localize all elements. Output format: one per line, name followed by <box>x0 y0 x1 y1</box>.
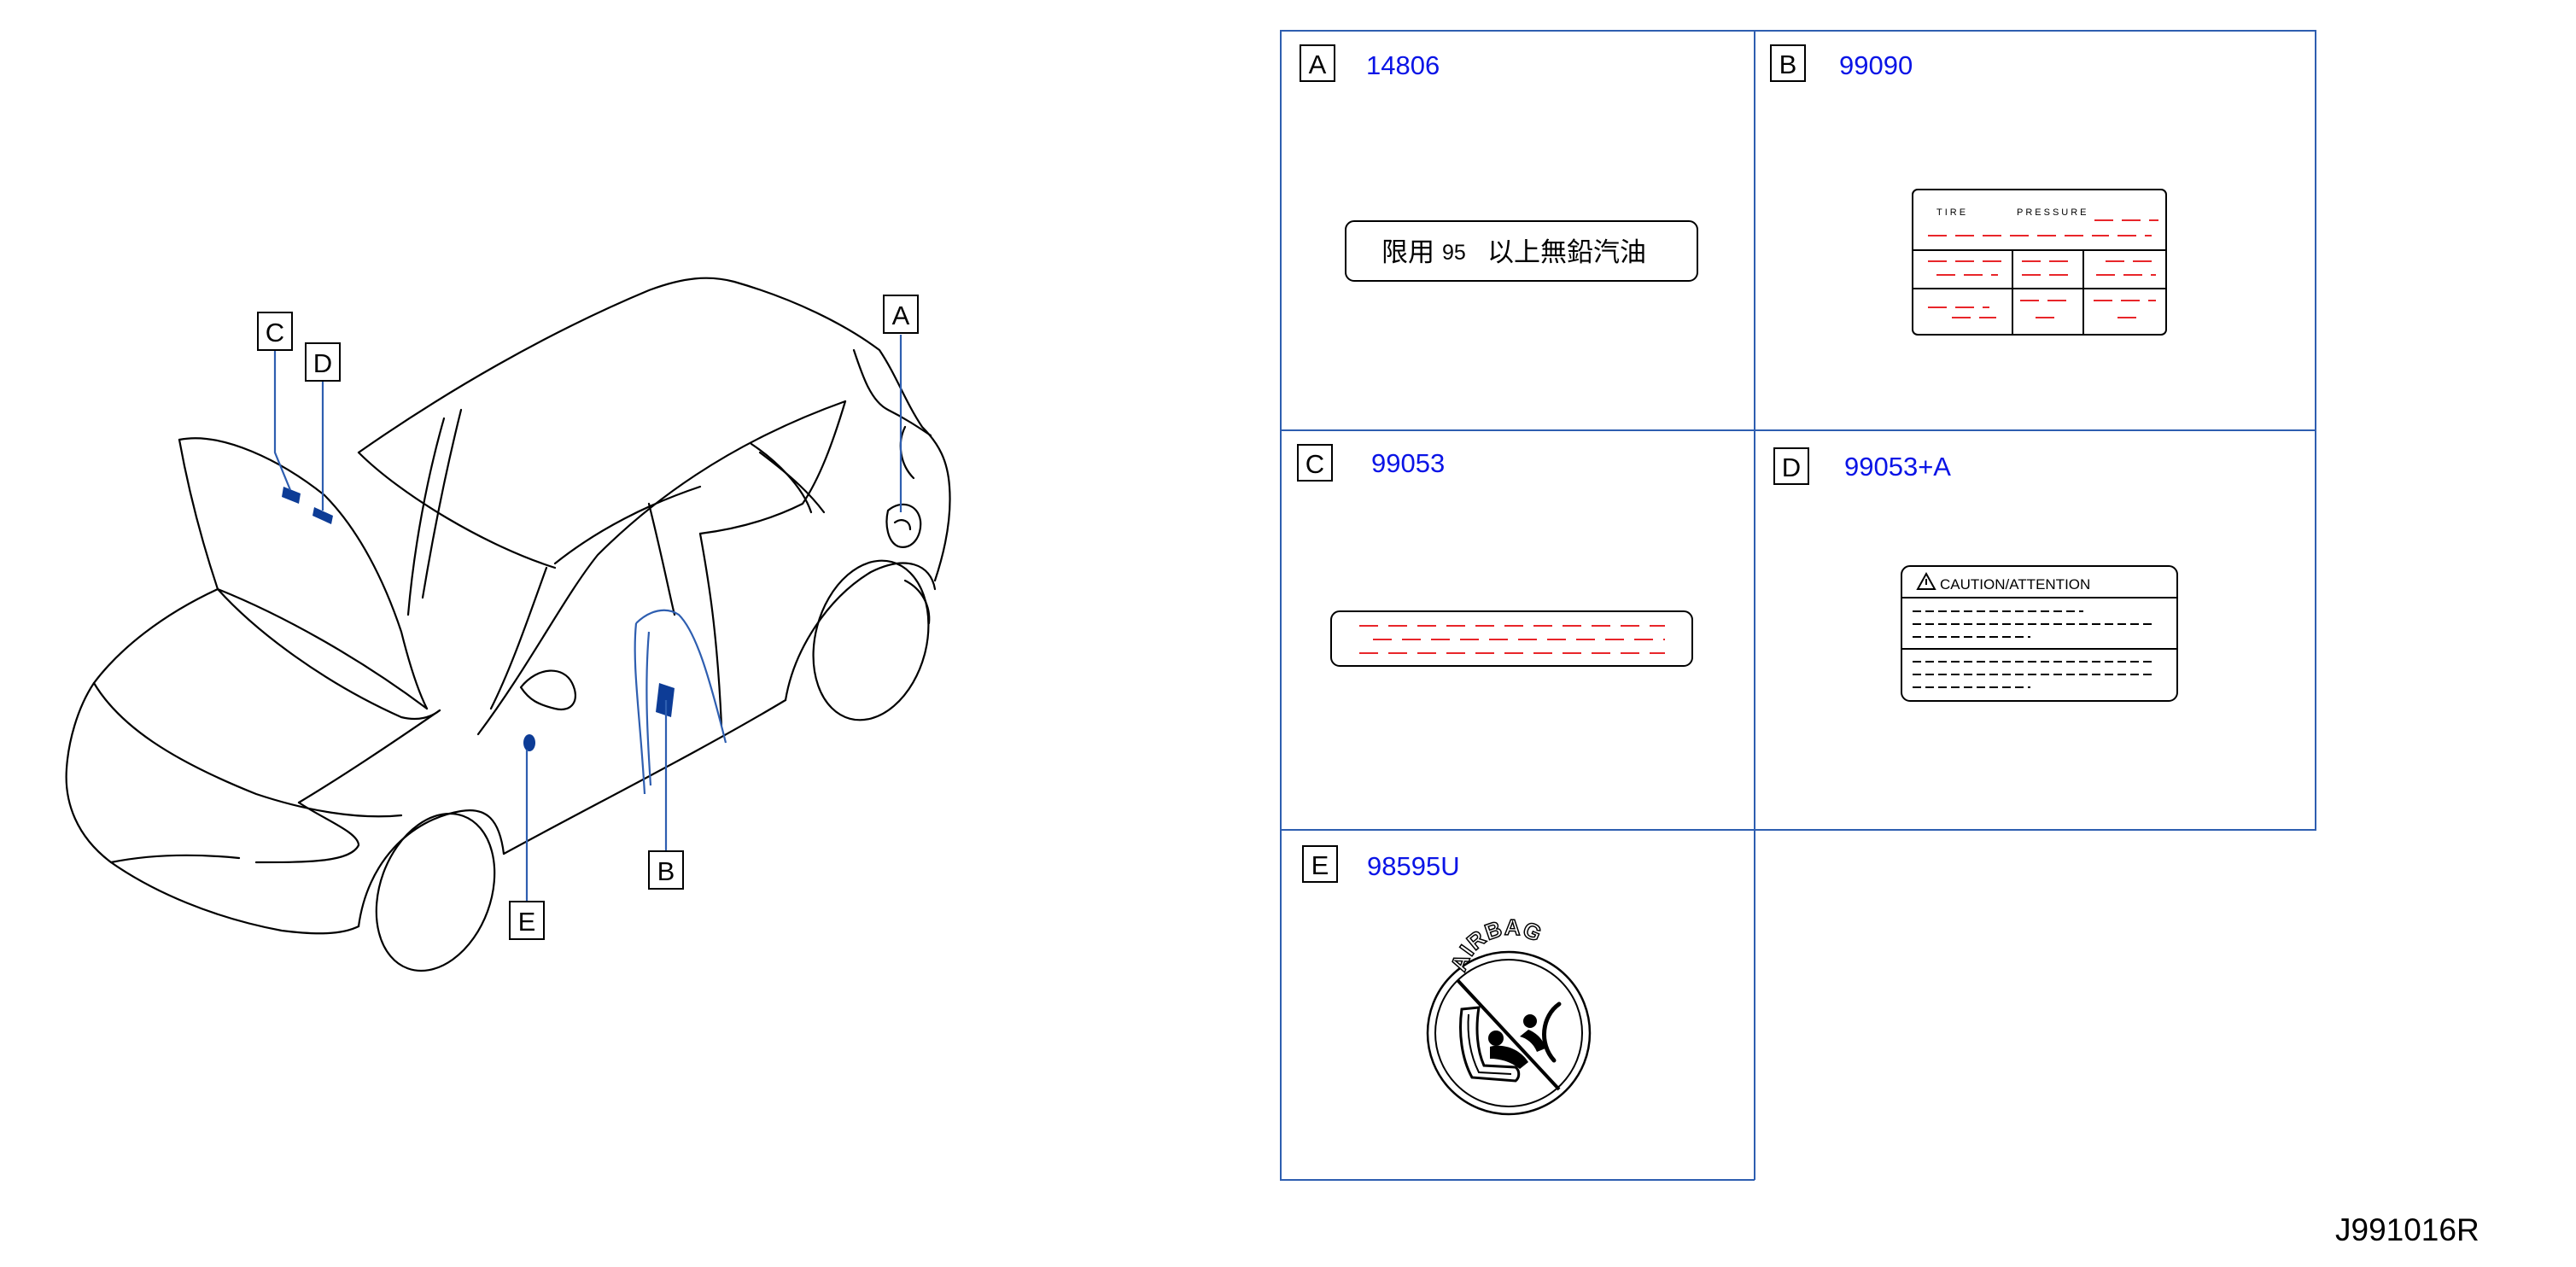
caution-label-title: CAUTION/ATTENTION <box>1940 576 2090 593</box>
cell-c-part-number: 99053 <box>1371 448 1445 478</box>
airbag-arc-text: AIRBAG <box>1446 914 1546 975</box>
callout-b-label: B <box>657 856 675 886</box>
fuel-label-prefix: 限用 <box>1381 237 1434 268</box>
cell-d-letter: D <box>1782 452 1801 482</box>
tire-label-word2: PRESSURE <box>2017 207 2089 218</box>
fuel-label: 限用 95 以上無鉛汽油 <box>1345 220 1698 282</box>
callout-c-label: C <box>266 318 284 347</box>
cell-a-letter: A <box>1309 50 1327 79</box>
label-grid <box>1280 30 2316 1181</box>
callout-b: B <box>648 850 684 890</box>
fuel-label-octane: 95 <box>1442 241 1466 265</box>
hood-label-placeholder-lines <box>1359 625 1665 654</box>
callout-c: C <box>257 312 293 351</box>
cell-d-part-number: 99053+A <box>1844 452 1951 482</box>
cell-e-part-number: 98595U <box>1367 851 1460 881</box>
sticker-c-marker <box>282 487 301 504</box>
car-label-markers <box>282 487 675 751</box>
tire-pressure-label: TIRE PRESSURE <box>1912 189 2167 336</box>
callout-e-label: E <box>518 907 536 937</box>
airbag-child-seat-prohibited-icon: AIRBAG <box>1426 914 1592 1116</box>
callout-d: D <box>305 342 341 382</box>
callout-d-label: D <box>313 348 332 378</box>
car-illustration <box>65 277 951 972</box>
caution-label: CAUTION/ATTENTION <box>1901 565 2178 702</box>
callout-a-label: A <box>892 301 910 330</box>
caution-label-placeholder-lines <box>1913 610 2152 688</box>
cell-e-letter: E <box>1311 850 1329 880</box>
cell-b-letter: B <box>1779 50 1797 79</box>
sticker-d-marker <box>313 507 333 524</box>
callout-a: A <box>883 295 919 334</box>
sticker-e-marker <box>523 734 535 751</box>
fuel-label-suffix: 以上無鉛汽油 <box>1487 237 1646 268</box>
cell-a-part-number: 14806 <box>1366 50 1440 80</box>
diagram-code: J991016R <box>2335 1212 2480 1247</box>
warning-triangle-icon <box>1916 571 1936 590</box>
cell-c: C 99053 <box>1297 444 1693 667</box>
leader-lines <box>273 335 902 902</box>
cell-b: B 99090 TIRE PRESSURE <box>1770 44 2167 336</box>
callout-e: E <box>509 901 545 940</box>
tire-label-word1: TIRE <box>1936 207 1968 218</box>
cell-b-part-number: 99090 <box>1839 50 1913 80</box>
cell-c-letter: C <box>1306 449 1324 479</box>
cell-a: A 14806 限用 95 以上無鉛汽油 <box>1300 44 1698 282</box>
door-opening-lines <box>634 609 727 795</box>
tire-label-placeholder-lines <box>1928 219 2158 318</box>
cell-d: D 99053+A CAUTION/ATTENTION <box>1773 447 2178 702</box>
hood-label <box>1330 610 1693 667</box>
cell-e: E 98595U AIRBAG <box>1302 845 1592 1116</box>
